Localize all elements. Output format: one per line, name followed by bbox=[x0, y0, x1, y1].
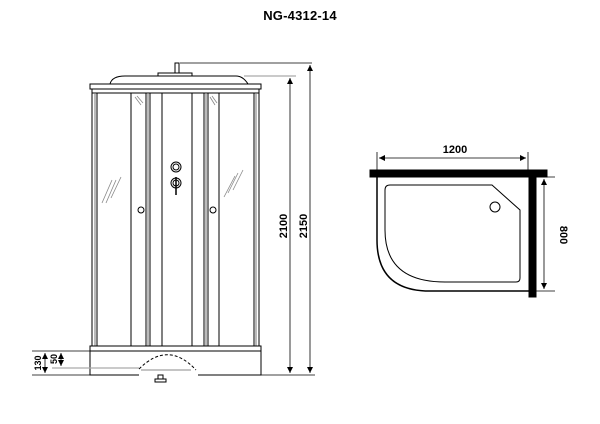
back-wall bbox=[369, 169, 548, 178]
tray-basin bbox=[384, 184, 521, 283]
side-wall bbox=[528, 176, 537, 298]
model-title: NG-4312-14 bbox=[263, 8, 337, 23]
plan-dimensions bbox=[376, 152, 555, 292]
dim-800-label: 800 bbox=[557, 226, 569, 244]
dim-50-label: 50 bbox=[49, 354, 59, 364]
glass-reflection bbox=[101, 95, 244, 204]
adjustable-foot bbox=[157, 374, 164, 380]
shower-tray bbox=[89, 351, 262, 376]
tray-outline bbox=[376, 177, 529, 292]
cabin-top-rail bbox=[89, 83, 262, 90]
dim-2150-label: 2150 bbox=[298, 214, 310, 238]
right-door-handle bbox=[209, 206, 217, 214]
dim-2100-label: 2100 bbox=[278, 214, 290, 238]
height-dimensions bbox=[32, 62, 315, 376]
front-view bbox=[89, 62, 262, 383]
dim-130-label: 130 bbox=[33, 355, 43, 370]
top-view bbox=[369, 169, 548, 298]
shower-tray-top bbox=[89, 345, 262, 352]
cabin-roof bbox=[109, 75, 249, 85]
dim-1200-label: 1200 bbox=[443, 144, 467, 156]
drain-siphon bbox=[138, 354, 197, 371]
mixer-knob-top bbox=[170, 161, 182, 173]
shower-pipe-top bbox=[174, 62, 180, 74]
left-door-handle bbox=[137, 206, 145, 214]
drain-hole bbox=[489, 201, 501, 213]
